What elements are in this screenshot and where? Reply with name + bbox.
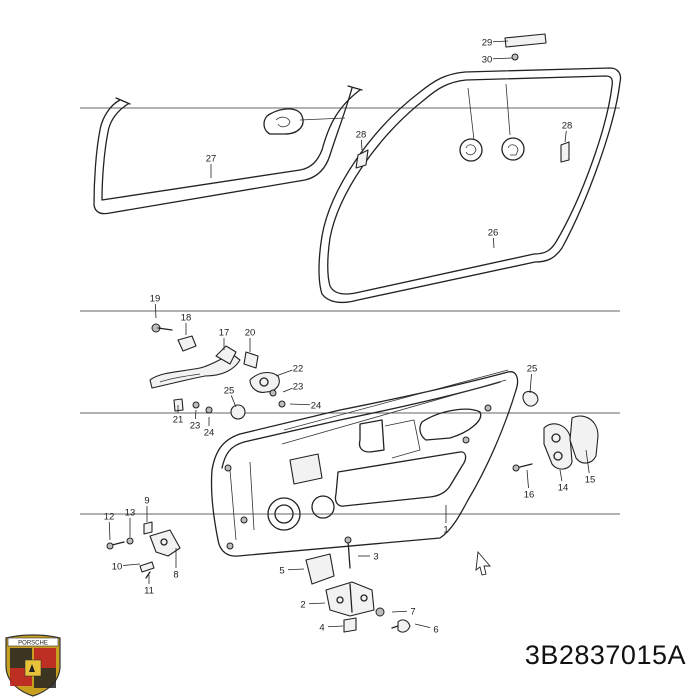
leader-line xyxy=(289,403,311,406)
part-1-door-shell xyxy=(210,369,519,557)
callout-21: 21 xyxy=(173,415,184,426)
callout-29: 29 xyxy=(482,38,493,49)
seal-clips xyxy=(355,33,570,169)
callout-11: 11 xyxy=(144,586,154,597)
leader-line xyxy=(282,387,293,393)
leader-line xyxy=(559,469,563,482)
callout-23: 23 xyxy=(293,382,304,393)
leader-line xyxy=(360,139,363,151)
leader-line xyxy=(108,521,111,541)
hinge-left xyxy=(106,521,181,579)
leader-line xyxy=(308,602,326,605)
callout-19: 19 xyxy=(150,294,161,305)
callout-14: 14 xyxy=(558,483,569,494)
callout-22: 22 xyxy=(293,364,304,375)
callout-10: 10 xyxy=(112,562,123,573)
leader-line xyxy=(391,610,408,613)
callout-4: 4 xyxy=(319,623,324,634)
part-26-frame-seal xyxy=(318,67,622,304)
leader-line xyxy=(194,409,197,420)
callout-17: 17 xyxy=(219,328,230,339)
leader-line xyxy=(564,130,567,143)
callout-6: 6 xyxy=(433,625,438,636)
hinge-lower xyxy=(305,536,411,633)
leader-line xyxy=(492,237,495,249)
leader-line xyxy=(414,623,431,628)
leader-line xyxy=(275,369,293,377)
callout-1: 1 xyxy=(443,525,448,536)
callout-28: 28 xyxy=(356,130,367,141)
callout-25: 25 xyxy=(224,386,235,397)
leader-line xyxy=(287,568,305,571)
part-number: 3B2837015A xyxy=(524,640,686,670)
callout-8: 8 xyxy=(173,570,178,581)
callout-26: 26 xyxy=(488,228,499,239)
callout-24: 24 xyxy=(204,428,215,439)
logo-wordmark: PORSCHE xyxy=(18,641,48,647)
handle-assembly xyxy=(149,323,286,420)
reference-lines xyxy=(80,107,620,515)
leader-line xyxy=(585,449,590,474)
leader-line xyxy=(327,625,344,628)
callout-3: 3 xyxy=(373,552,378,563)
callout-9: 9 xyxy=(144,496,149,507)
callout-30: 30 xyxy=(482,55,493,66)
callout-18: 18 xyxy=(181,313,192,324)
leader-line xyxy=(122,563,141,566)
callout-25: 25 xyxy=(527,364,538,375)
callout-16: 16 xyxy=(524,490,535,501)
callout-27: 27 xyxy=(206,154,217,165)
leader-line xyxy=(529,373,532,394)
part-27-window-seal xyxy=(93,85,363,215)
callout-2: 2 xyxy=(300,600,305,611)
leader-line xyxy=(492,40,509,43)
callout-13: 13 xyxy=(125,508,136,519)
callout-15: 15 xyxy=(585,475,596,486)
callout-5: 5 xyxy=(279,566,284,577)
callout-20: 20 xyxy=(245,328,256,339)
striker-parts xyxy=(512,390,599,472)
callout-23: 23 xyxy=(190,421,201,432)
porsche-crest-logo: PORSCHE xyxy=(5,634,61,697)
callout-12: 12 xyxy=(104,512,115,523)
callout-28: 28 xyxy=(562,121,573,132)
leader-line xyxy=(492,57,513,60)
leader-line xyxy=(230,395,237,408)
leader-line xyxy=(526,469,529,489)
leader-line xyxy=(154,303,157,319)
callout-24: 24 xyxy=(311,401,322,412)
callout-7: 7 xyxy=(410,607,415,618)
cursor-arrow-icon xyxy=(475,550,491,576)
